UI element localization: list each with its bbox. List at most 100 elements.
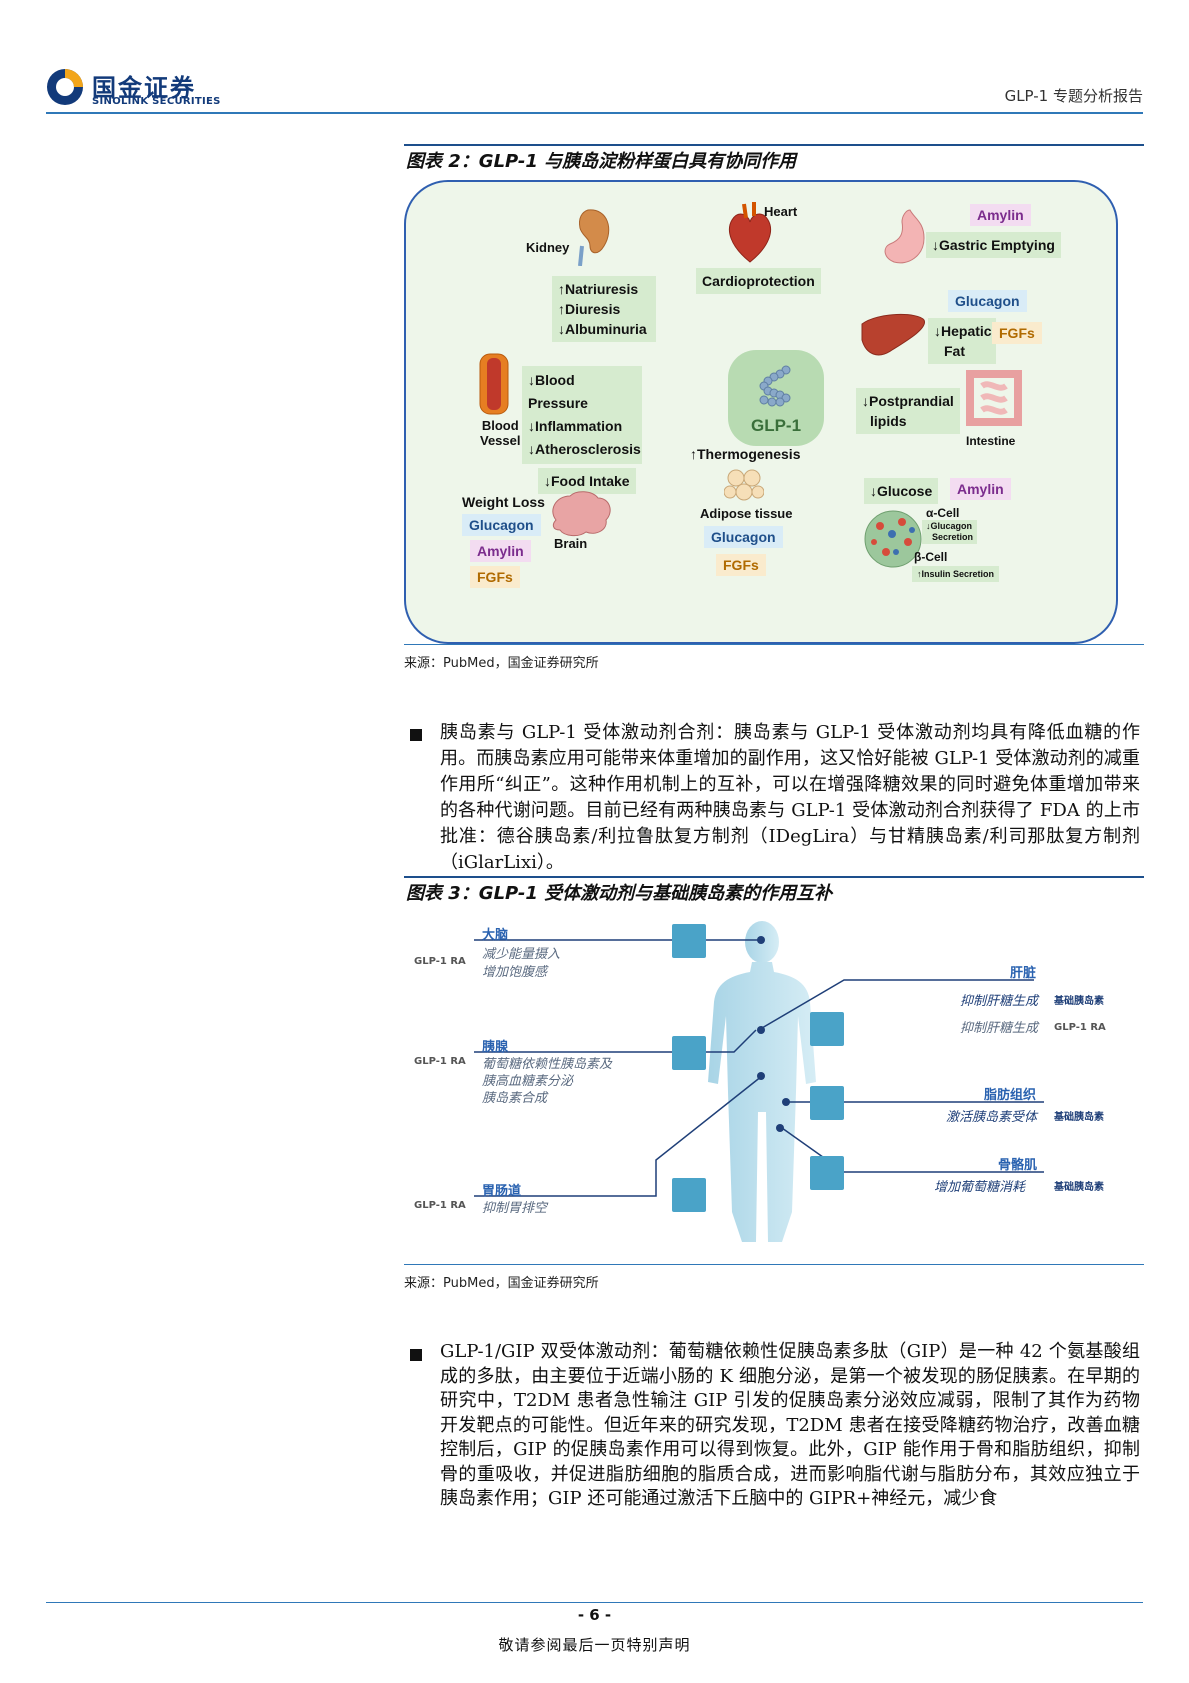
muscle-organ-label: 骨骼肌 [998, 1158, 1038, 1173]
gastric-emptying-effect: ↓Gastric Emptying [926, 232, 1061, 258]
liver-ra-label: GLP-1 RA [1054, 1022, 1106, 1033]
adipose-tissue-label: Adipose tissue [700, 506, 793, 521]
blood-vessel-icon [479, 353, 509, 415]
pancreas-effect-3: 胰岛素合成 [482, 1091, 548, 1106]
logo-chinese-name: 国金证券 [92, 74, 196, 102]
glp1-center-node: GLP-1 [728, 350, 824, 446]
glucagon-secretion-effect: ↓Glucagon Secretion [922, 520, 978, 544]
liver-effect-2: 抑制肝糖生成 [960, 1021, 1039, 1036]
figure3-title: 图表 3：GLP-1 受体激动剂与基础胰岛素的作用互补 [406, 883, 833, 904]
figure2-bottom-rule [404, 644, 1144, 645]
diuresis-effect: ↑Diuresis [558, 301, 621, 317]
liver-icon [861, 313, 925, 356]
postprandial-lipids-effect: ↓Postprandial lipids [856, 388, 960, 434]
stomach-icon [884, 209, 925, 264]
report-name: GLP-1 专题分析报告 [1004, 87, 1143, 105]
figure3-top-rule [404, 876, 1144, 878]
albuminuria-effect: ↓Albuminuria [558, 321, 647, 337]
adipose-tissue-icon [724, 469, 764, 501]
intestine-label: Intestine [966, 434, 1016, 448]
logo-english-name: SINOLINK SECURITIES [92, 96, 221, 107]
figure3-bottom-rule [404, 1264, 1144, 1265]
insulin-secretion-effect: ↑Insulin Secretion [912, 566, 1000, 582]
muscle-basal-insulin-label: 基础胰岛素 [1054, 1182, 1104, 1193]
pancreas-ra-label: GLP-1 RA [414, 1056, 466, 1067]
peptide-icon [759, 365, 791, 407]
weight-loss-label: Weight Loss [462, 494, 545, 510]
fat-basal-insulin-label: 基础胰岛素 [1054, 1112, 1104, 1123]
fat-organ-icon [810, 1086, 844, 1120]
blood-vessel-label: Blood Vessel [480, 418, 521, 448]
brain-fgfs-tag: FGFs [470, 566, 520, 588]
brain-ra-label: GLP-1 RA [414, 956, 466, 967]
brain-effect-1: 减少能量摄入 [482, 947, 561, 962]
paragraph-insulin-glp1-combination: 胰岛素与 GLP-1 受体激动剂合剂：胰岛素与 GLP-1 受体激动剂均具有降低… [440, 722, 1140, 873]
hepatic-fat-effect: ↓Hepatic Fat [928, 318, 996, 364]
adipose-fgfs-tag: FGFs [716, 554, 766, 576]
liver-organ-label: 肝脏 [1010, 966, 1037, 981]
muscle-organ-icon [810, 1156, 844, 1190]
figure2-diagram: Kidney ↑Natriuresis ↑Diuresis ↓Albuminur… [404, 180, 1118, 644]
footer-disclaimer: 敬请参阅最后一页特别声明 [498, 1636, 691, 1654]
hepatic-line: ↓Hepatic [934, 323, 992, 339]
glp1-center-label: GLP-1 [750, 416, 802, 435]
pancreas-effect-1: 葡萄糖依赖性胰岛素及 [482, 1057, 613, 1072]
kidney-icon [578, 209, 610, 266]
brain-icon [552, 491, 611, 537]
intestine-icon [966, 370, 1022, 426]
pancreas-effect-2: 胰高血糖素分泌 [482, 1074, 574, 1089]
liver-organ-icon [810, 1012, 844, 1046]
gut-organ-label: 胃肠道 [482, 1184, 522, 1199]
kidney-label: Kidney [526, 240, 570, 255]
brain-amylin-tag: Amylin [470, 540, 531, 562]
figure3-source: 来源：PubMed，国金证券研究所 [404, 1276, 599, 1291]
pancreas-organ-label: 胰腺 [482, 1040, 509, 1055]
gut-effect-1: 抑制胃排空 [482, 1201, 548, 1216]
glucagon-secretion-line2: Secretion [932, 532, 974, 542]
lipids-line: lipids [870, 413, 907, 429]
liver-fgfs-tag: FGFs [992, 322, 1042, 344]
alpha-cell-label: α-Cell [926, 506, 960, 520]
food-intake-effect: ↓Food Intake [538, 468, 636, 494]
cardioprotection-effect: Cardioprotection [696, 268, 821, 294]
pancreatic-islet-icon [864, 510, 922, 568]
fat-line: Fat [944, 343, 965, 359]
figure2-title: 图表 2：GLP-1 与胰岛淀粉样蛋白具有协同作用 [406, 151, 797, 172]
figure2-source: 来源：PubMed，国金证券研究所 [404, 656, 599, 671]
glucose-effect: ↓Glucose [864, 478, 939, 504]
beta-cell-label: β-Cell [914, 550, 948, 564]
footer-rule [46, 1602, 1143, 1603]
muscle-effect-1: 增加葡萄糖消耗 [934, 1180, 1026, 1195]
brain-effect-2: 增加饱腹感 [482, 965, 548, 980]
glucagon-secretion-line1: ↓Glucagon [926, 521, 973, 531]
stomach-amylin-tag: Amylin [970, 204, 1031, 226]
kidney-effects-box: ↑Natriuresis ↑Diuresis ↓Albuminuria [552, 276, 656, 342]
liver-basal-insulin-label: 基础胰岛素 [1054, 996, 1104, 1007]
paragraph-glp1-gip-dual-agonist: GLP-1/GIP 双受体激动剂：葡萄糖依赖性促胰岛素多肽（GIP）是一种 42… [440, 1341, 1140, 1509]
brain-label: Brain [554, 536, 588, 551]
bullet-marker [410, 1349, 422, 1361]
header-rule [46, 112, 1143, 114]
bullet-marker [410, 729, 422, 741]
pancreas-organ-icon [672, 1036, 706, 1070]
atherosclerosis-effect: ↓Atherosclerosis [528, 441, 641, 457]
sinolink-logo-icon [47, 69, 83, 105]
page-number: - 6 - [577, 1606, 612, 1624]
thermogenesis-effect: ↑Thermogenesis [690, 446, 801, 462]
natriuresis-effect: ↑Natriuresis [558, 281, 639, 297]
figure2-top-rule [404, 144, 1144, 146]
heart-icon [728, 202, 772, 263]
liver-effect-1: 抑制肝糖生成 [960, 994, 1039, 1009]
brain-organ-label: 大脑 [482, 928, 509, 943]
gut-organ-icon [672, 1178, 706, 1212]
postprandial-line: ↓Postprandial [862, 393, 954, 409]
heart-label: Heart [764, 204, 798, 219]
figure3-diagram: GLP-1 RA 大脑 减少能量摄入 增加饱腹感 GLP-1 RA 胰腺 葡萄糖… [404, 912, 1144, 1262]
brain-organ-icon [672, 924, 706, 958]
gut-ra-label: GLP-1 RA [414, 1200, 466, 1211]
inflammation-effect: ↓Inflammation [528, 418, 623, 434]
fat-effect-1: 激活胰岛素受体 [946, 1110, 1038, 1125]
adipose-glucagon-tag: Glucagon [704, 526, 783, 548]
liver-glucagon-tag: Glucagon [948, 290, 1027, 312]
blood-pressure-effect: ↓Blood Pressure [528, 372, 588, 411]
